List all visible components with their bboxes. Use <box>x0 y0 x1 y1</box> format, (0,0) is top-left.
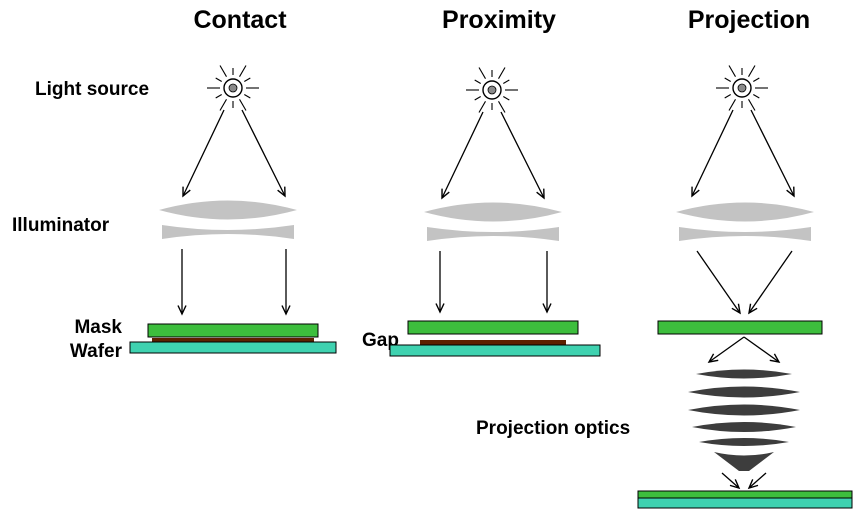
label-illuminator: Illuminator <box>12 215 110 236</box>
resist-layer-contact <box>152 338 314 342</box>
label-wafer: Wafer <box>70 341 123 362</box>
projection-lens-element <box>688 386 800 398</box>
beam-arrow <box>696 250 741 315</box>
beam-arrow <box>721 472 741 490</box>
beam-arrow <box>747 472 767 490</box>
wafer-bar-projection <box>637 497 853 509</box>
illuminator-lens-pair <box>424 202 562 241</box>
projection-lens-element <box>692 422 796 432</box>
resist-bar-projection <box>637 490 853 499</box>
beam-arrow <box>691 109 734 198</box>
mask-bar-proximity <box>407 320 579 335</box>
light-source-icon <box>715 64 769 112</box>
beam-arrow <box>182 109 225 198</box>
title-proximity: Proximity <box>442 6 556 34</box>
light-source-icon <box>206 64 260 112</box>
beam-arrow <box>748 250 793 315</box>
beam-arrow <box>750 109 795 198</box>
projection-lens-cone <box>714 452 774 471</box>
label-light-source: Light source <box>35 79 149 100</box>
projection-optics <box>688 369 800 471</box>
beam-arrow <box>743 336 781 363</box>
illuminator-lens-pair <box>159 200 297 239</box>
projection-lens-element <box>696 369 792 379</box>
resist-layer-proximity <box>420 340 566 345</box>
projection-lens-element <box>699 438 789 446</box>
wafer-bar-contact <box>129 341 337 354</box>
label-projection-optics: Projection optics <box>476 418 630 439</box>
label-mask: Mask <box>74 317 122 338</box>
projection-lens-element <box>688 404 800 416</box>
wafer-bar-proximity <box>389 344 601 357</box>
mask-bar-projection <box>657 320 823 335</box>
light-source-icon <box>465 66 519 114</box>
beam-arrow <box>241 109 286 198</box>
mask-bar-contact <box>147 323 319 338</box>
title-projection: Projection <box>688 6 810 34</box>
title-contact: Contact <box>193 6 287 34</box>
beam-arrow <box>441 111 484 200</box>
illuminator-lens-pair <box>676 202 814 241</box>
beam-arrow <box>500 111 545 200</box>
beam-arrow <box>707 336 745 363</box>
